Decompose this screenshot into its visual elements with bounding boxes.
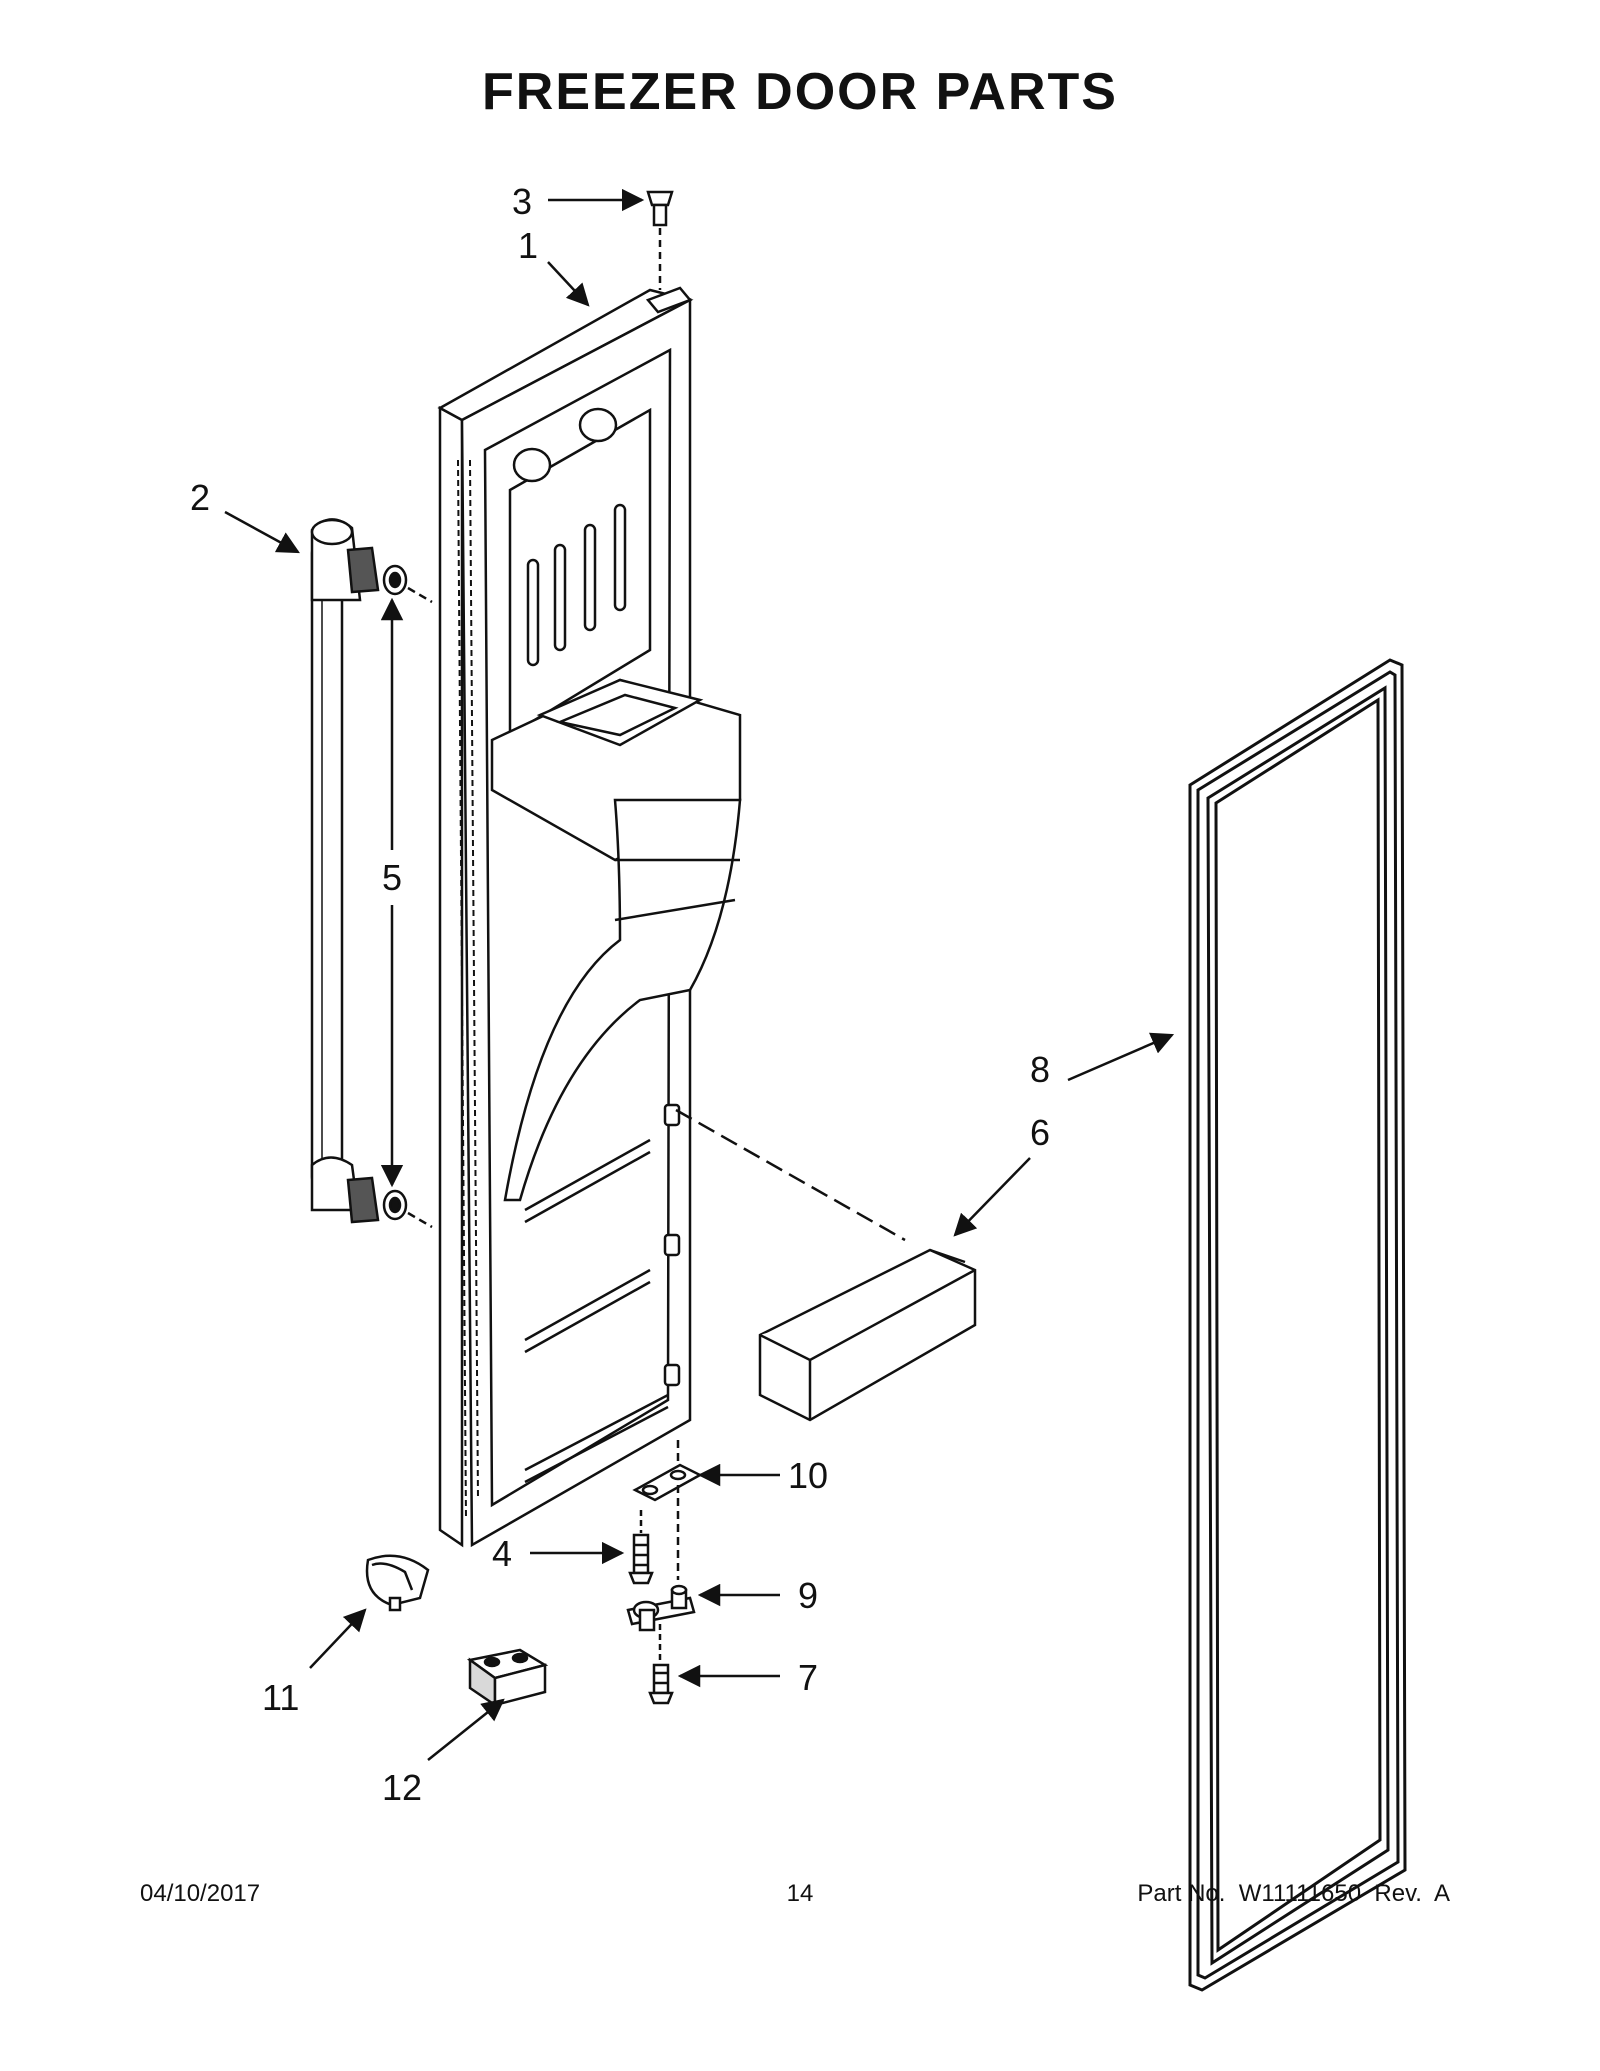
callout-2: 2	[190, 477, 210, 518]
leader-6	[953, 1157, 1031, 1237]
footer-page-number: 14	[786, 1880, 814, 1907]
door-handle-part	[310, 518, 380, 1224]
hinge-bushing-part	[646, 190, 674, 290]
freezer-door-part	[437, 286, 742, 1548]
callout-1: 1	[518, 225, 538, 266]
hinge-shim-part	[632, 1440, 703, 1580]
door-bin-part	[675, 1108, 977, 1422]
callout-5: 5	[382, 857, 402, 898]
door-gasket-part	[1188, 658, 1407, 1992]
callout-10: 10	[788, 1455, 828, 1496]
callout-12: 12	[382, 1767, 422, 1808]
footer-part-number: Part No. W11111650 Rev. A	[1137, 1880, 1450, 1907]
callout-11: 11	[262, 1677, 299, 1718]
callout-leaders	[224, 188, 1175, 1761]
screw-part-4	[628, 1510, 654, 1585]
leader-11	[309, 1608, 367, 1669]
callout-9: 9	[798, 1575, 818, 1616]
page-title: FREEZER DOOR PARTS	[482, 63, 1118, 121]
screw-part-7	[648, 1663, 674, 1705]
leader-12	[427, 1698, 505, 1761]
lower-hinge-part	[626, 1584, 696, 1660]
callout-6: 6	[1030, 1112, 1050, 1153]
handle-spacer-part	[382, 564, 433, 1229]
callout-8: 8	[1030, 1049, 1050, 1090]
callout-3: 3	[512, 181, 532, 222]
callout-4: 4	[492, 1533, 512, 1574]
leader-1	[547, 261, 590, 307]
leader-2	[224, 510, 300, 554]
callout-7: 7	[798, 1657, 818, 1698]
wire-clip-part	[365, 1554, 430, 1612]
footer-date: 04/10/2017	[140, 1880, 261, 1907]
hinge-block-part	[466, 1648, 549, 1708]
leader-8	[1067, 1032, 1175, 1082]
